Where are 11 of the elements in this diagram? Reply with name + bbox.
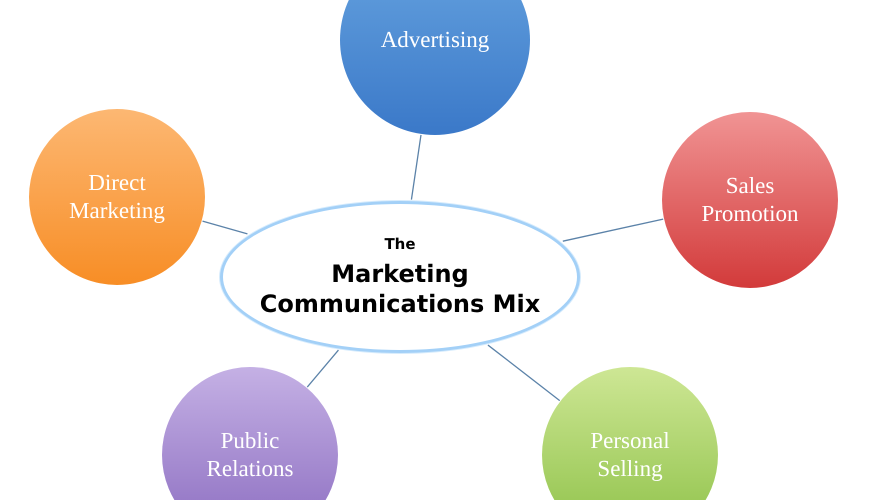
circle-label: Public Relations	[206, 427, 294, 483]
connector-line	[410, 134, 422, 200]
connector-line	[488, 344, 560, 402]
subtitle-text: The	[384, 235, 416, 253]
connector-line	[202, 220, 248, 234]
circle-label: Sales Promotion	[700, 172, 800, 228]
circle-label: Direct Marketing	[68, 169, 166, 225]
circle-label: Advertising	[380, 26, 490, 54]
connector-line	[562, 218, 664, 242]
circle-label: Personal Selling	[589, 427, 671, 483]
title-text: Marketing Communications Mix	[258, 259, 542, 319]
